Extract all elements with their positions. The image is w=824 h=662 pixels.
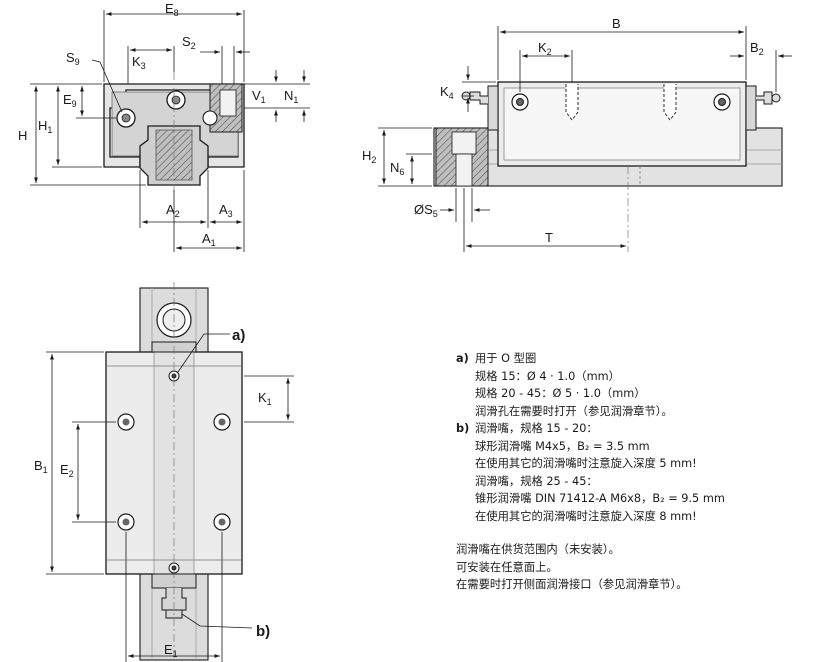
note-a-line-2: 规格 20 - 45：Ø 5 · 1.0（mm） [475,387,646,400]
dim-label-B1: B1 [34,458,48,475]
dim-label-B: B [612,16,621,31]
note-b-line-2: 在使用其它的润滑嘴时注意旋入深度 5 mm! [475,457,697,470]
dim-label-S2: S2 [182,34,196,51]
dim-label-A1: A1 [202,231,216,248]
dim-label-E1: E1 [164,642,178,659]
front-view-labels: E8 S9 K3 S2 E9 V1 N1 H H1 A2 A3 A1 [18,1,298,248]
footer-line-0: 润滑嘴在供货范围内（未安装）。 [456,543,620,556]
side-view [433,81,783,252]
dim-label-N6: N6 [390,160,404,177]
note-a-line-0: a)用于 O 型圈 [456,350,816,368]
callout-b: b) [256,623,270,640]
callout-a: a) [232,327,245,344]
dim-label-E9: E9 [63,92,77,109]
dim-label-B2: B2 [750,40,764,57]
mounting-screws [117,413,231,531]
footer-line-2: 在需要时打开侧面润滑接口（参见润滑章节）。 [456,578,688,591]
dim-label-V1: V1 [252,88,266,105]
top-view-labels: a) b) K1 B1 E2 E1 [34,327,272,659]
dim-label-K2: K2 [538,40,552,57]
dim-label-K3: K3 [132,54,146,71]
front-view-dimensions [30,10,310,252]
note-b-label: b) [456,422,470,435]
note-b-line-0: b)润滑嘴，规格 15 - 20： [456,420,816,438]
side-view-labels: B K2 B2 K4 H2 N6 ØS5 T [362,16,764,245]
grease-nipple-left [469,91,488,105]
dim-label-E2: E2 [60,462,74,479]
dim-label-E8: E8 [165,1,179,18]
grease-nipple-right [756,91,773,105]
dim-label-S5: ØS5 [414,202,438,219]
footer-line-1: 可安装在任意面上。 [456,560,558,574]
note-b-line-4: 锥形润滑嘴 DIN 71412-A M6x8，B₂ = 9.5 mm [475,492,725,505]
note-b-line-5: 在使用其它的润滑嘴时注意旋入深度 8 mm! [475,509,697,523]
dim-label-N1: N1 [284,88,298,105]
side-view-dimensions [378,26,792,252]
note-a-line-3: 润滑孔在需要时打开（参见润滑章节）。 [475,404,673,418]
dim-label-T: T [545,230,553,245]
dim-label-A2: A2 [166,202,180,219]
dim-label-A3: A3 [219,202,233,219]
top-view-dimensions [46,333,294,662]
dim-label-S9: S9 [66,50,80,67]
front-view [103,72,245,192]
note-b-line-1: 球形润滑嘴 M4x5，B₂ = 3.5 mm [475,439,650,453]
note-b-line-3: 润滑嘴，规格 25 - 45： [475,474,598,488]
note-a-label: a) [456,352,469,365]
top-view [105,282,243,661]
dim-label-H2: H2 [362,148,376,165]
dim-label-H1: H1 [38,118,52,135]
note-a-line-1: 规格 15：Ø 4 · 1.0（mm） [475,369,620,383]
dim-label-K4: K4 [440,84,454,101]
dim-label-K1: K1 [258,390,272,407]
dim-label-H: H [18,128,27,143]
notes-panel: a)用于 O 型圈 规格 15：Ø 4 · 1.0（mm） 规格 20 - 45… [456,350,816,594]
